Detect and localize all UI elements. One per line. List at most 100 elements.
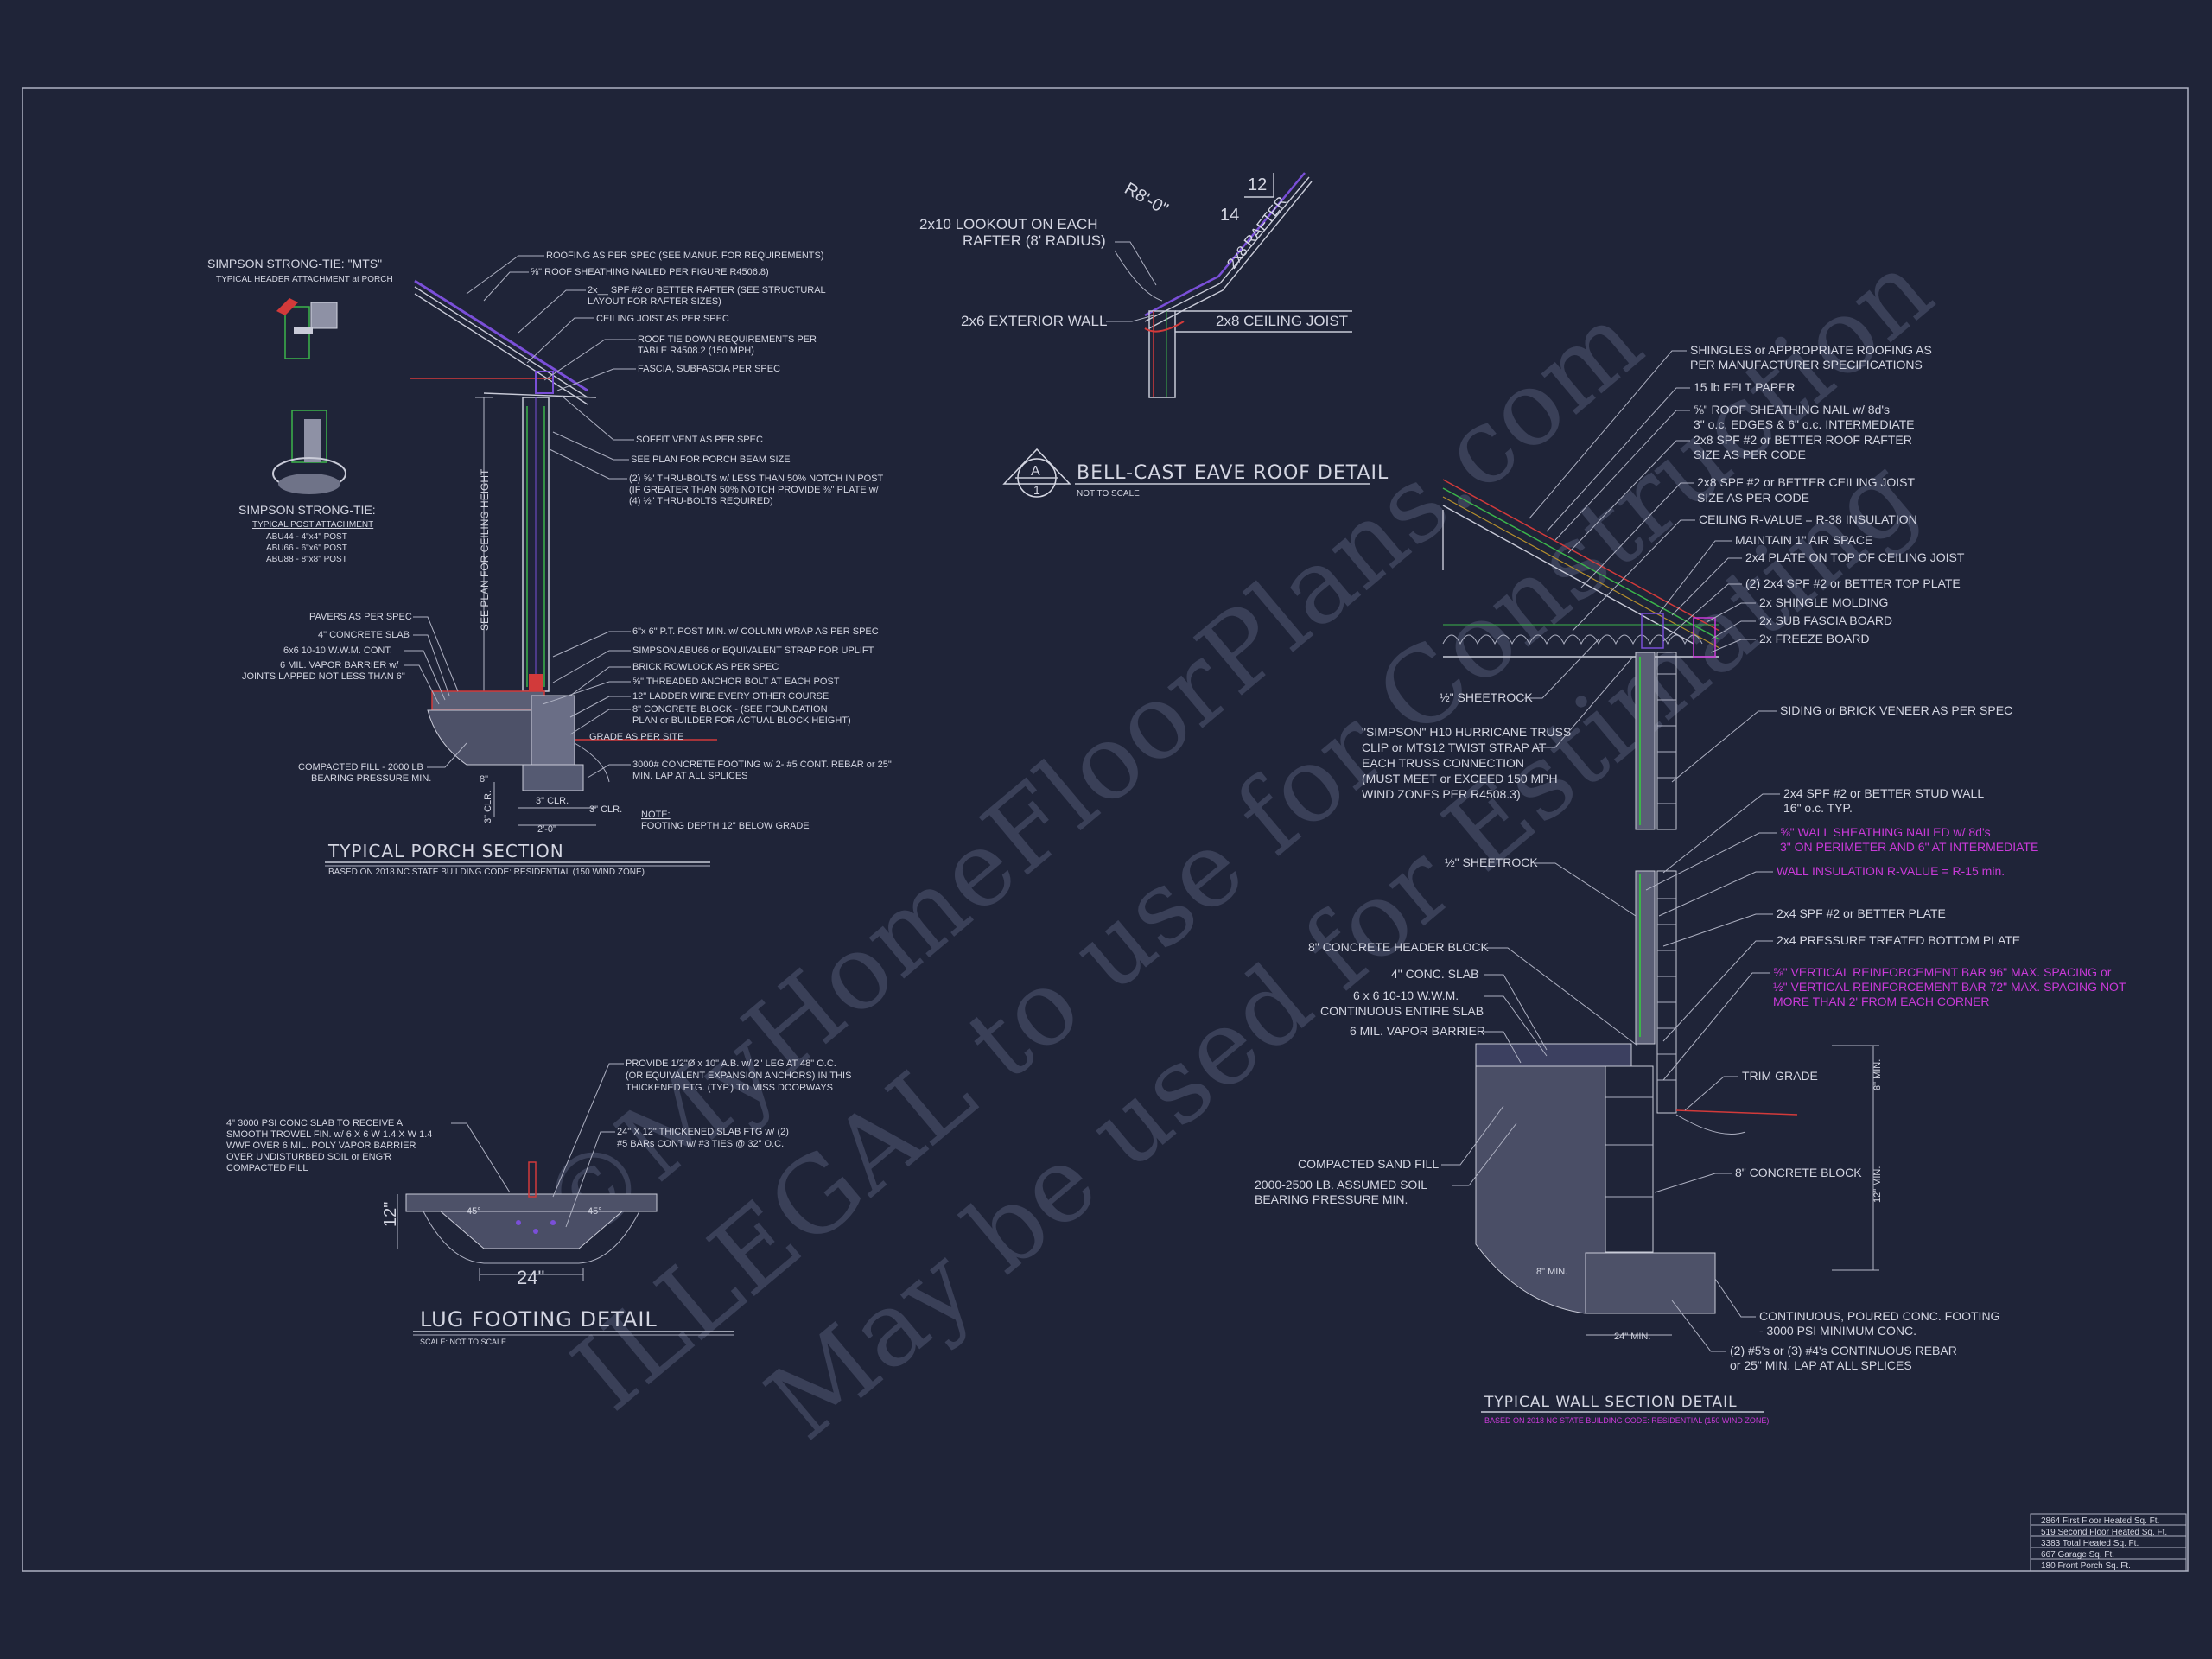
- area-row: 2864 First Floor Heated Sq. Ft.: [2041, 1516, 2159, 1526]
- note: 2x4 PLATE ON TOP OF CEILING JOIST: [1745, 550, 1965, 564]
- note: TABLE R4508.2 (150 MPH): [638, 346, 754, 356]
- post-tie-item: ABU44 - 4"x4" POST: [266, 532, 347, 542]
- porch-subtitle: BASED ON 2018 NC STATE BUILDING CODE: RE…: [328, 868, 645, 877]
- note: THICKENED FTG. (TYP.) TO MISS DOORWAYS: [626, 1083, 833, 1093]
- note: PER MANUFACTURER SPECIFICATIONS: [1690, 358, 1923, 372]
- strong-tie-title: SIMPSON STRONG-TIE: "MTS": [207, 257, 382, 270]
- wall-section: 8" MIN. 12" MIN. 8" MIN. 24" MIN. SHINGL…: [1255, 343, 2126, 1425]
- area-row: 180 Front Porch Sq. Ft.: [2041, 1561, 2131, 1571]
- wall-right-leaders: [1529, 350, 1780, 1352]
- joist-label: 2x8 CEILING JOIST: [1216, 313, 1348, 329]
- note: PLAN or BUILDER FOR ACTUAL BLOCK HEIGHT): [632, 715, 851, 726]
- note: or 25" MIN. LAP AT ALL SPLICES: [1730, 1358, 1912, 1372]
- note: ½" SHEETROCK: [1445, 855, 1538, 869]
- porch-note-text: FOOTING DEPTH 12" BELOW GRADE: [641, 821, 810, 831]
- note: SEE PLAN FOR PORCH BEAM SIZE: [631, 454, 791, 465]
- note: SHINGLES or APPROPRIATE ROOFING AS: [1690, 343, 1932, 357]
- dim-text: 3" CLR.: [536, 796, 569, 806]
- note: LAYOUT FOR RAFTER SIZES): [588, 296, 721, 307]
- note: CEILING JOIST AS PER SPEC: [596, 314, 729, 324]
- note: 2x8 SPF #2 or BETTER ROOF RAFTER: [1694, 433, 1912, 447]
- note-sheathing: 3" ON PERIMETER AND 6" AT INTERMEDIATE: [1780, 840, 2038, 854]
- lug-angle-l: 45°: [467, 1206, 481, 1217]
- note: CONTINUOUS ENTIRE SLAB: [1320, 1004, 1484, 1018]
- note: MAINTAIN 1" AIR SPACE: [1735, 533, 1872, 547]
- lug-left-note: 4" 3000 PSI CONC SLAB TO RECEIVE A SMOOT…: [226, 1118, 432, 1173]
- note: 4" 3000 PSI CONC SLAB TO RECEIVE A: [226, 1118, 404, 1128]
- porch-title: TYPICAL PORCH SECTION: [327, 841, 564, 861]
- note: PAVERS AS PER SPEC: [309, 612, 412, 622]
- note: ROOF TIE DOWN REQUIREMENTS PER: [638, 334, 817, 345]
- wall-left-leaders: [1441, 639, 1638, 1186]
- lug-angle-r: 45°: [588, 1206, 602, 1217]
- lug-leaders: [451, 1063, 624, 1228]
- note: 2x4 SPF #2 or BETTER STUD WALL: [1783, 786, 1984, 800]
- note: TRIM GRADE: [1742, 1069, 1818, 1083]
- note: (IF GREATER THAN 50% NOTCH PROVIDE ⅜" PL…: [629, 485, 880, 495]
- note: ⅝" ROOF SHEATHING NAILED PER FIGURE R450…: [531, 267, 769, 277]
- dim-text: 8": [480, 774, 488, 785]
- note: BEARING PRESSURE MIN.: [1255, 1192, 1408, 1206]
- note: EACH TRUSS CONNECTION: [1362, 756, 1524, 770]
- wall-subtitle: BASED ON 2018 NC STATE BUILDING CODE: RE…: [1484, 1416, 1769, 1425]
- dim-text: 2'-0": [537, 824, 556, 835]
- note: #5 BARs CONT w/ #3 TIES @ 32" O.C.: [617, 1139, 784, 1149]
- lug-footing: 4" 3000 PSI CONC SLAB TO RECEIVE A SMOOT…: [226, 1058, 851, 1346]
- eave-subtitle: NOT TO SCALE: [1077, 489, 1140, 499]
- mts-strap-icon: [276, 298, 338, 359]
- lug-subtitle: SCALE: NOT TO SCALE: [420, 1338, 506, 1346]
- note: 15 lb FELT PAPER: [1694, 380, 1796, 394]
- note: OVER UNDISTURBED SOIL or ENG'R: [226, 1152, 391, 1162]
- area-row: 3383 Total Heated Sq. Ft.: [2041, 1539, 2139, 1548]
- note: COMPACTED FILL - 2000 LB: [298, 762, 423, 772]
- note: SOFFIT VENT AS PER SPEC: [636, 435, 763, 445]
- porch-left-notes: PAVERS AS PER SPEC 4" CONCRETE SLAB 6x6 …: [242, 612, 431, 784]
- wall-dim: 24" MIN.: [1614, 1332, 1650, 1342]
- note-rebar: MORE THAN 2' FROM EACH CORNER: [1773, 995, 1990, 1008]
- lug-top-note: PROVIDE 1/2"Ø x 10" A.B. w/ 2" LEG AT 48…: [626, 1058, 851, 1093]
- note: WWF OVER 6 MIL. POLY VAPOR BARRIER: [226, 1141, 416, 1151]
- lower-wall: [1635, 870, 1677, 1114]
- note: BRICK ROWLOCK AS PER SPEC: [632, 662, 779, 672]
- note: 12" LADDER WIRE EVERY OTHER COURSE: [632, 691, 829, 702]
- porch-right-notes: ROOFING AS PER SPEC (SEE MANUF. FOR REQU…: [531, 251, 892, 781]
- wall-right-notes: SHINGLES or APPROPRIATE ROOFING AS PER M…: [1690, 343, 2126, 1372]
- note: 6 MIL. VAPOR BARRIER w/: [280, 660, 399, 671]
- note: ½" SHEETROCK: [1440, 690, 1533, 704]
- note: 2x4 SPF #2 or BETTER PLATE: [1777, 906, 1946, 920]
- note: 2x SUB FASCIA BOARD: [1759, 613, 1892, 627]
- lug-dim-h: 12": [381, 1202, 400, 1227]
- note-sheathing: ⅝" WALL SHEATHING NAILED w/ 8d's: [1780, 825, 1991, 839]
- post-tie-item: ABU66 - 6"x6" POST: [266, 543, 347, 553]
- eave-roof: [1114, 172, 1352, 398]
- note: SIMPSON ABU66 or EQUIVALENT STRAP FOR UP…: [632, 645, 874, 656]
- wall-left-notes: ½" SHEETROCK "SIMPSON" H10 HURRICANE TRU…: [1255, 690, 1571, 1206]
- note: ⅝" THREADED ANCHOR BOLT AT EACH POST: [632, 677, 840, 687]
- note: SIDING or BRICK VENEER AS PER SPEC: [1780, 703, 2012, 717]
- note: FASCIA, SUBFASCIA PER SPEC: [638, 364, 780, 374]
- note: 2x8 SPF #2 or BETTER CEILING JOIST: [1697, 475, 1916, 489]
- lug-dim-w: 24": [517, 1267, 544, 1288]
- eave-title: BELL-CAST EAVE ROOF DETAIL: [1077, 462, 1389, 484]
- note: 2x__ SPF #2 or BETTER RAFTER (SEE STRUCT…: [588, 285, 826, 296]
- note: GRADE AS PER SITE: [589, 732, 683, 742]
- tag-bottom: 1: [1033, 483, 1040, 497]
- wall-foundation: [1475, 1043, 1879, 1336]
- ext-wall-note: 2x6 EXTERIOR WALL: [961, 313, 1107, 329]
- lug-right-note: 24" X 12" THICKENED SLAB FTG w/ (2) #5 B…: [617, 1127, 789, 1149]
- post-base-icon: [272, 410, 346, 494]
- note: (2) 2x4 SPF #2 or BETTER TOP PLATE: [1745, 576, 1961, 590]
- porch-section: SIMPSON STRONG-TIE: "MTS" TYPICAL HEADER…: [207, 251, 892, 877]
- note: 16" o.c. TYP.: [1783, 801, 1853, 815]
- ceiling-height-note: SEE PLAN FOR CEILING HEIGHT: [479, 468, 491, 631]
- lug-drawing: [397, 1161, 658, 1281]
- note: 2x4 PRESSURE TREATED BOTTOM PLATE: [1777, 933, 2020, 947]
- note-rebar: ½" VERTICAL REINFORCEMENT BAR 72" MAX. S…: [1773, 980, 2126, 994]
- note: ⅝" ROOF SHEATHING NAIL w/ 8d's: [1694, 403, 1890, 416]
- lookout-note-2: RAFTER (8' RADIUS): [963, 232, 1106, 249]
- note: (4) ½" THRU-BOLTS REQUIRED): [629, 496, 773, 506]
- note: 2000-2500 LB. ASSUMED SOIL: [1255, 1178, 1427, 1192]
- note: SMOOTH TROWEL FIN. w/ 6 X 6 W 1.4 X W 1.…: [226, 1129, 432, 1140]
- note: 24" X 12" THICKENED SLAB FTG w/ (2): [617, 1127, 789, 1137]
